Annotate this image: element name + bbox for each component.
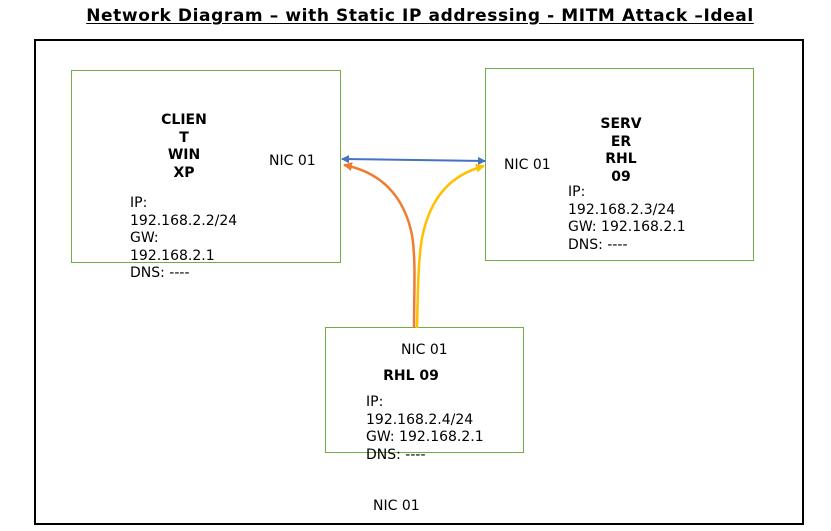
client-name-line: XP [173, 164, 195, 181]
attacker-hostname: RHL 09 [383, 368, 439, 384]
direct-link-arrow [341, 155, 486, 165]
attacker-gw-value: GW: 192.168.2.1 [366, 429, 484, 445]
client-ip-value: 192.168.2.2/24 [130, 212, 238, 229]
mitm-to-client-arrow [343, 162, 416, 329]
server-hostname: SERV ER RHL 09 [586, 116, 656, 186]
server-dns-value: DNS: ---- [568, 236, 628, 253]
server-ip-value: 192.168.2.3/24 [568, 201, 676, 218]
server-nic-label: NIC 01 [504, 157, 551, 173]
server-name-line: RHL [605, 151, 637, 167]
diagram-frame [34, 39, 804, 525]
client-name-line: CLIEN [161, 112, 207, 128]
server-ip-label: IP: [568, 184, 586, 200]
server-name-line: ER [610, 133, 632, 150]
client-box [71, 70, 341, 263]
attacker-ip-label: IP: [366, 394, 384, 410]
client-name-line: T [179, 129, 189, 146]
mitm-to-server-arrow [415, 163, 485, 329]
client-nic-label: NIC 01 [269, 153, 316, 169]
server-name-line: 09 [611, 168, 631, 185]
attacker-dns-value: DNS: ---- [366, 446, 426, 463]
attacker-ip-config: IP: 192.168.2.4/24 GW: 192.168.2.1 DNS: … [366, 394, 484, 464]
client-ip-config: IP: 192.168.2.2/24 GW: 192.168.2.1 DNS: … [130, 195, 237, 283]
bottom-nic-label: NIC 01 [373, 498, 420, 514]
client-name-line: WIN [167, 147, 201, 163]
diagram-title: Network Diagram – with Static IP address… [86, 6, 754, 26]
client-gw-value: 192.168.2.1 [130, 247, 215, 264]
attacker-nic-label: NIC 01 [401, 342, 448, 358]
attacker-ip-value: 192.168.2.4/24 [366, 411, 474, 428]
client-gw-label: GW: [130, 230, 159, 246]
client-dns-value: DNS: ---- [130, 265, 190, 281]
attacker-box [325, 327, 524, 453]
server-name-line: SERV [600, 116, 642, 132]
client-ip-label: IP: [130, 195, 148, 211]
server-ip-config: IP: 192.168.2.3/24 GW: 192.168.2.1 DNS: … [568, 184, 686, 254]
server-gw-value: GW: 192.168.2.1 [568, 219, 686, 235]
client-hostname: CLIEN T WIN XP [150, 112, 218, 182]
